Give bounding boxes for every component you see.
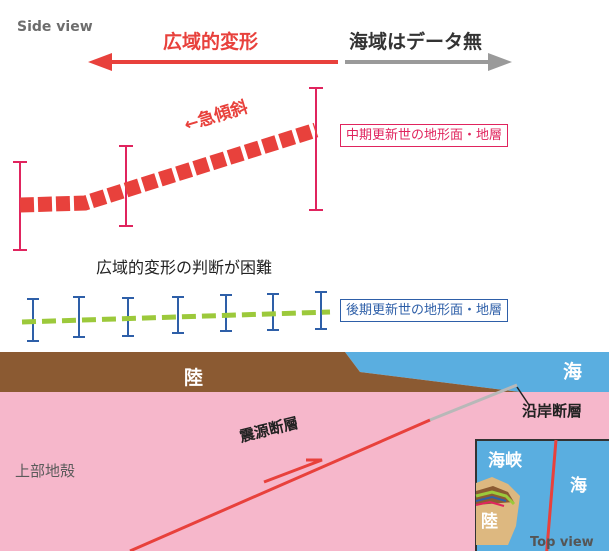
inset-strait-label: 海峡 [488, 451, 522, 471]
slip-arrow [263, 458, 323, 484]
source-fault-line [129, 418, 431, 551]
no-data-arrow [345, 53, 512, 71]
inset-sea-label: 海 [570, 476, 587, 496]
sea-label: 海 [563, 361, 583, 383]
coastal-fault-label: 沿岸断層 [522, 402, 583, 420]
regional-deformation-arrow [88, 53, 338, 71]
land-label: 陸 [184, 367, 204, 389]
difficult-judgment-label: 広域的変形の判断が困難 [96, 258, 273, 277]
regional-deformation-label: 広域的変形 [163, 31, 259, 53]
top-view-label: Top view [530, 535, 594, 550]
middle-pleistocene-error-bars [13, 87, 323, 251]
source-fault-inferred [429, 383, 518, 422]
coastal-fault-leader [516, 386, 530, 406]
sea-area [345, 352, 609, 392]
late-pleistocene-error-bars [27, 291, 327, 342]
late-pleistocene-surface [21, 309, 331, 325]
late-pleistocene-label: 後期更新世の地形面・地層 [340, 299, 509, 322]
no-sea-data-label: 海域はデータ無 [349, 31, 483, 53]
middle-pleistocene-label: 中期更新世の地形面・地層 [340, 124, 509, 147]
middle-pleistocene-surface [19, 122, 319, 213]
top-view-inset [475, 439, 609, 551]
inset-land-label: 陸 [481, 512, 498, 532]
land-area [0, 352, 520, 392]
side-view-label: Side view [17, 19, 93, 35]
upper-crust-label: 上部地殻 [15, 462, 76, 480]
